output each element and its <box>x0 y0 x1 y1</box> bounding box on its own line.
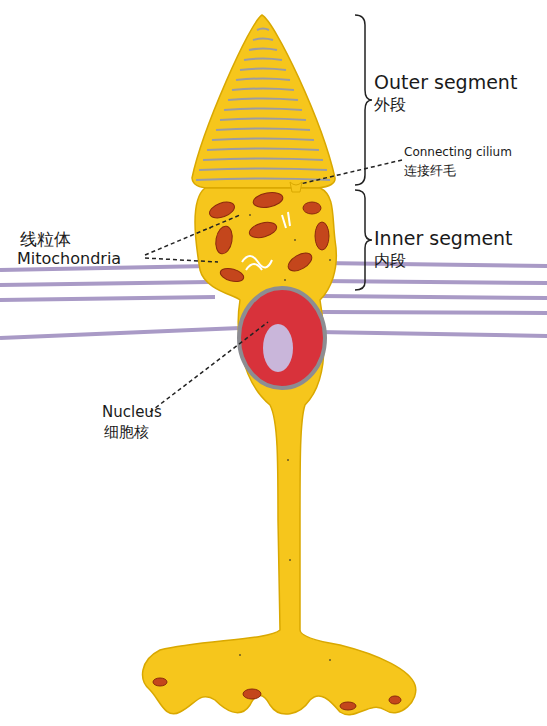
part-label: 连接纤毛 <box>404 164 456 178</box>
part-label: 内段 <box>374 252 406 270</box>
part-label: Nucleus <box>102 404 162 421</box>
nucleus <box>239 288 325 388</box>
membrane-discs <box>196 29 330 181</box>
nucleolus <box>263 324 293 372</box>
part-label: Inner segment <box>374 228 513 249</box>
part-label: Connecting cilium <box>404 146 512 159</box>
part-label: 外段 <box>374 96 406 114</box>
part-label: Mitochondria <box>17 250 121 268</box>
leader-lines <box>145 160 402 412</box>
golgi-squiggles <box>242 212 290 270</box>
mitochondria <box>153 191 401 710</box>
part-label: Outer segment <box>374 72 517 93</box>
cell-speckles <box>209 214 331 661</box>
connecting-cilium <box>290 182 302 192</box>
outer-segment-cone <box>192 15 335 188</box>
part-label: 细胞核 <box>104 424 149 441</box>
cell-body <box>143 188 416 715</box>
brackets <box>355 15 372 290</box>
part-label: 线粒体 <box>20 230 71 249</box>
